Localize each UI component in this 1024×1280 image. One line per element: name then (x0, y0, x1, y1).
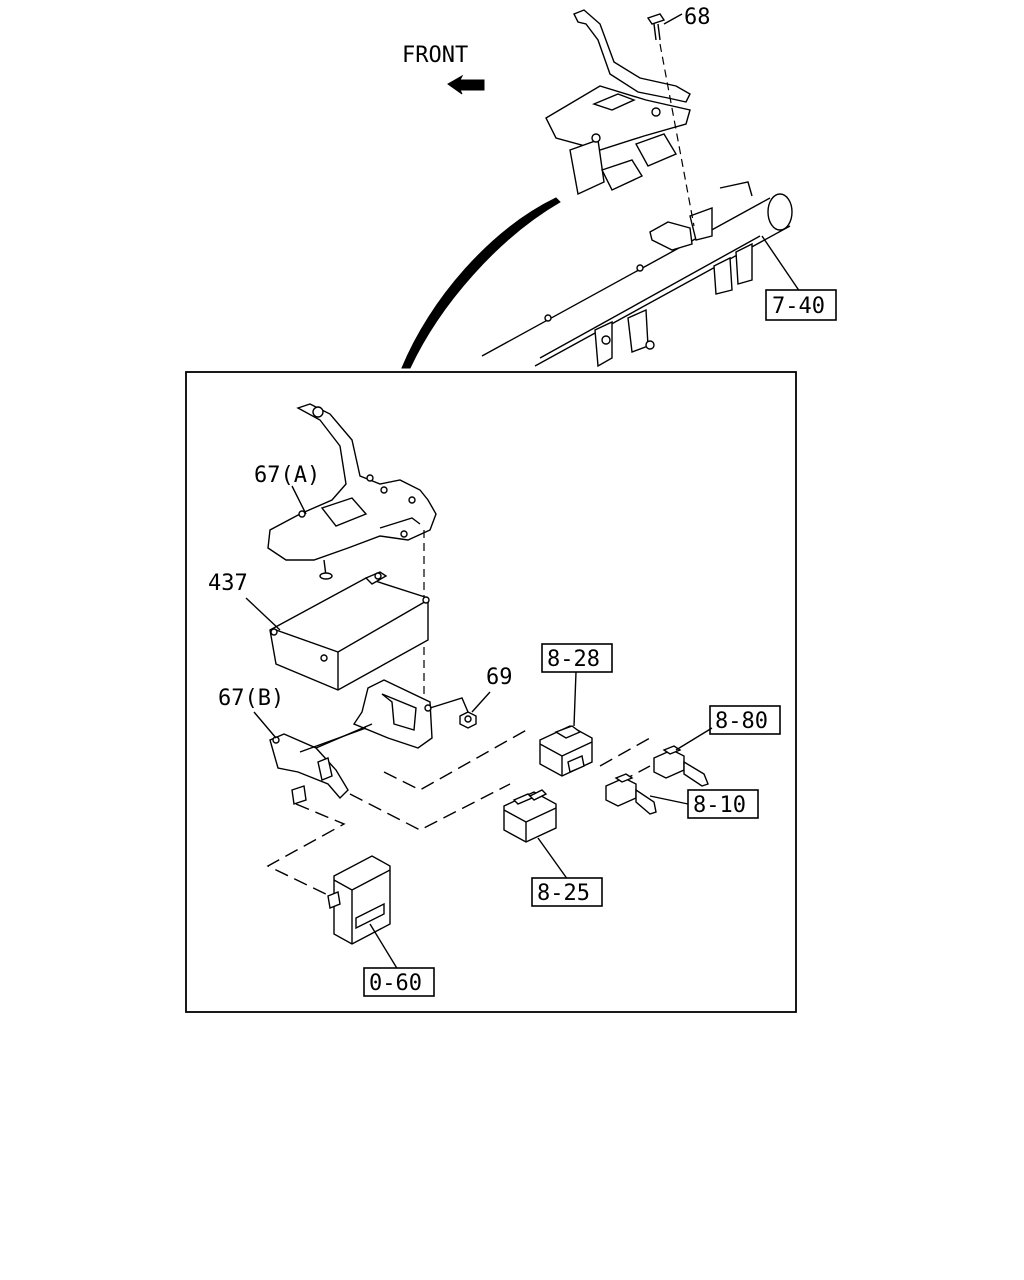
connector-8-10 (605, 773, 657, 815)
control-unit-label: 437 (208, 571, 248, 596)
nut (459, 711, 477, 729)
ref-box-8-25 (531, 877, 603, 907)
ref-0-60-label: 0-60 (369, 971, 422, 996)
bracket-a-label: 67(A) (254, 463, 320, 488)
connector-8-80 (653, 745, 709, 787)
bracket-b-label: 67(B) (218, 686, 284, 711)
ref-8-28-label: 8-28 (547, 647, 600, 672)
top-bracket-assembly (545, 9, 695, 227)
ref-8-25-label: 8-25 (537, 881, 590, 906)
bracket-a (267, 403, 437, 720)
ref-box-0-60 (363, 967, 435, 997)
module-0-60 (327, 855, 391, 945)
ref-box-8-10 (687, 789, 759, 819)
detail-view: 67(A) 437 67(B) (208, 403, 781, 997)
frame-crossmember (481, 181, 793, 368)
connector-8-28 (539, 725, 593, 777)
ref-8-80-label: 8-80 (715, 709, 768, 734)
bracket-b (269, 679, 433, 805)
front-arrow-icon (447, 74, 485, 95)
ref-box-8-28 (541, 643, 613, 673)
ref-frame-label: 7-40 (772, 294, 825, 319)
control-unit (269, 571, 430, 691)
detail-pointer-arrow (401, 197, 561, 369)
top-overview: FRONT (401, 5, 837, 369)
nut-label: 69 (486, 665, 513, 690)
ref-box-8-80 (709, 705, 781, 735)
ref-8-10-label: 8-10 (693, 793, 746, 818)
bolt-label: 68 (684, 5, 711, 30)
relay-8-25 (503, 789, 557, 843)
ref-box-frame (765, 289, 837, 321)
detail-frame (185, 371, 797, 1013)
front-label: FRONT (402, 43, 468, 68)
